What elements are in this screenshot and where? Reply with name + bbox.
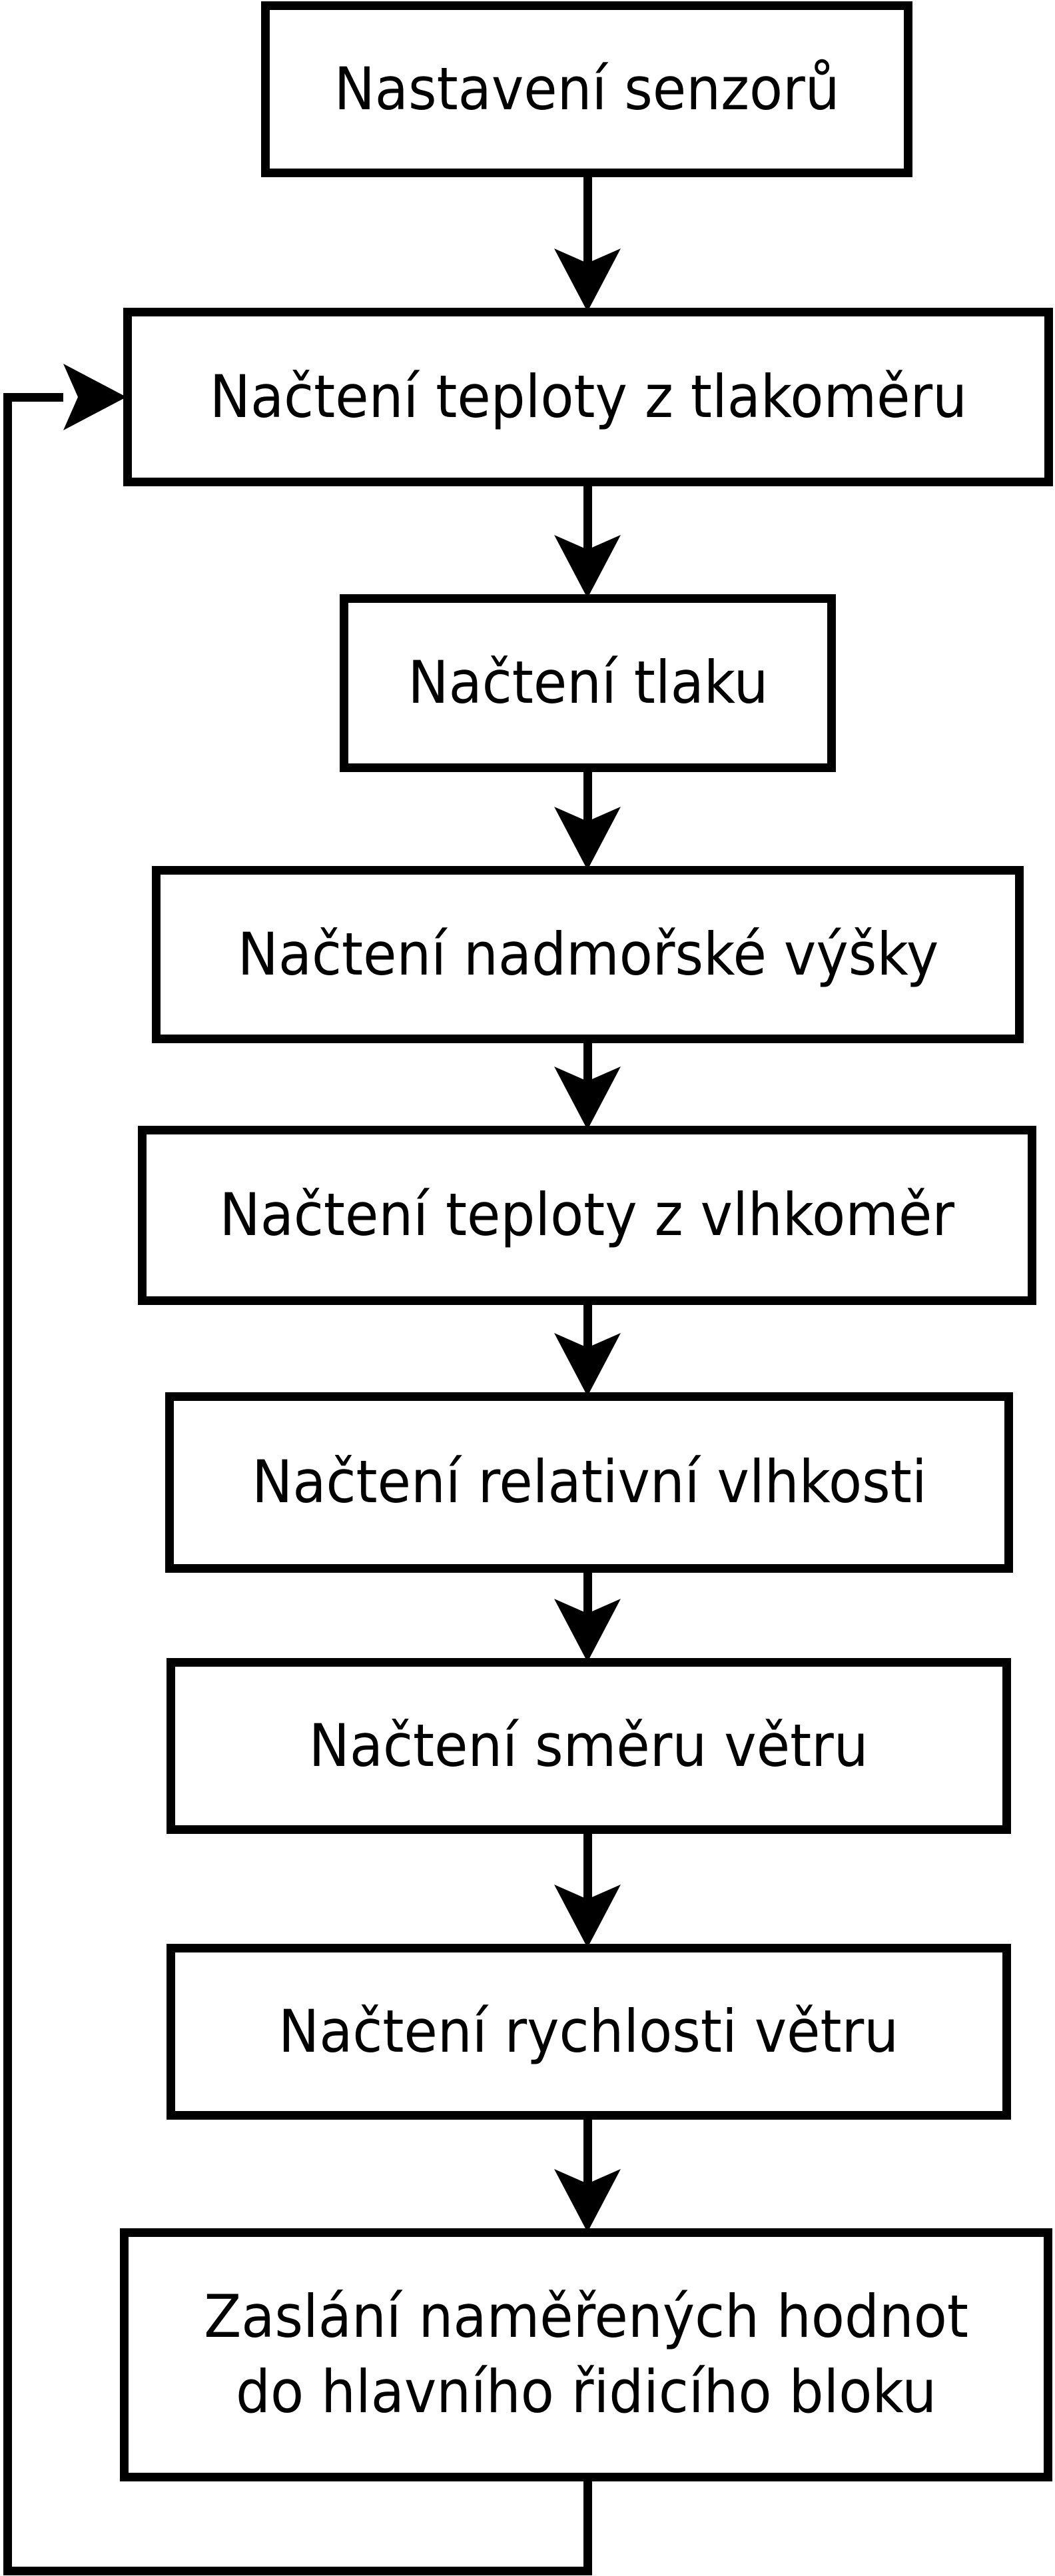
feedback-line-left <box>3 393 12 2575</box>
arrow-4-5-head <box>554 1067 621 1130</box>
arrow-2-3-stem <box>583 481 592 552</box>
box-label-nacteni-teploty-z-tlakomeru: Načtení teploty z tlakoměru <box>209 362 967 431</box>
arrow-6-7-head <box>554 1599 621 1662</box>
arrow-6-7-stem <box>583 1567 592 1615</box>
flowchart-box-nacteni-teploty-z-vlhkomer: Načtení teploty z vlhkoměr <box>138 1126 1036 1305</box>
arrow-3-4-stem <box>583 767 592 823</box>
box-label-nastaveni-senzoru: Nastavení senzorů <box>334 54 840 123</box>
arrow-1-2-head <box>554 248 621 312</box>
arrow-2-3-head <box>554 535 621 598</box>
box-label-zaslani-namerenych-hodnot: Zaslání naměřených hodnot do hlavního ři… <box>204 2280 968 2429</box>
flowchart-box-nacteni-rychlosti-vetru: Načtení rychlosti větru <box>167 1944 1011 2120</box>
feedback-line-top <box>3 393 63 402</box>
box-label-nacteni-rychlosti-vetru: Načtení rychlosti větru <box>278 1996 899 2066</box>
arrow-7-8-stem <box>583 1829 592 1901</box>
flowchart-box-nacteni-smeru-vetru: Načtení směru větru <box>167 1658 1011 1834</box>
box-label-nacteni-nadmorske-vysky: Načtení nadmořské výšky <box>237 919 938 989</box>
flowchart-box-nacteni-tlaku: Načtení tlaku <box>340 594 836 772</box>
arrow-4-5-stem <box>583 1038 592 1083</box>
box-label-nacteni-tlaku: Načtení tlaku <box>407 648 769 717</box>
flowchart-box-nacteni-teploty-z-tlakomeru: Načtení teploty z tlakoměru <box>123 308 1053 486</box>
arrow-8-9-stem <box>583 2114 592 2186</box>
box-label-nacteni-teploty-z-vlhkomer: Načtení teploty z vlhkoměr <box>219 1180 955 1250</box>
flowchart-box-nacteni-relativni-vlhkosti: Načtení relativní vlhkosti <box>165 1392 1013 1573</box>
box-label-nacteni-smeru-vetru: Načtení směru větru <box>308 1711 869 1780</box>
feedback-line-bottom <box>3 2567 592 2575</box>
box-label-line-2: do hlavního řidicího bloku <box>235 2358 937 2426</box>
arrow-5-6-head <box>554 1333 621 1396</box>
feedback-arrowhead <box>63 364 127 430</box>
flowchart-box-nacteni-nadmorske-vysky: Načtení nadmořské výšky <box>152 866 1024 1043</box>
flowchart-box-zaslani-namerenych-hodnot: Zaslání naměřených hodnot do hlavního ři… <box>120 2228 1052 2481</box>
feedback-line-down <box>583 2477 592 2575</box>
arrow-1-2-stem <box>583 172 592 265</box>
arrow-8-9-head <box>554 2169 621 2232</box>
box-label-line-1: Zaslání naměřených hodnot <box>204 2282 968 2352</box>
box-label-nacteni-relativni-vlhkosti: Načtení relativní vlhkosti <box>251 1448 927 1517</box>
arrow-7-8-head <box>554 1885 621 1948</box>
arrow-5-6-stem <box>583 1300 592 1350</box>
arrow-3-4-head <box>554 807 621 870</box>
flowchart-box-nastaveni-senzoru: Nastavení senzorů <box>261 1 912 177</box>
